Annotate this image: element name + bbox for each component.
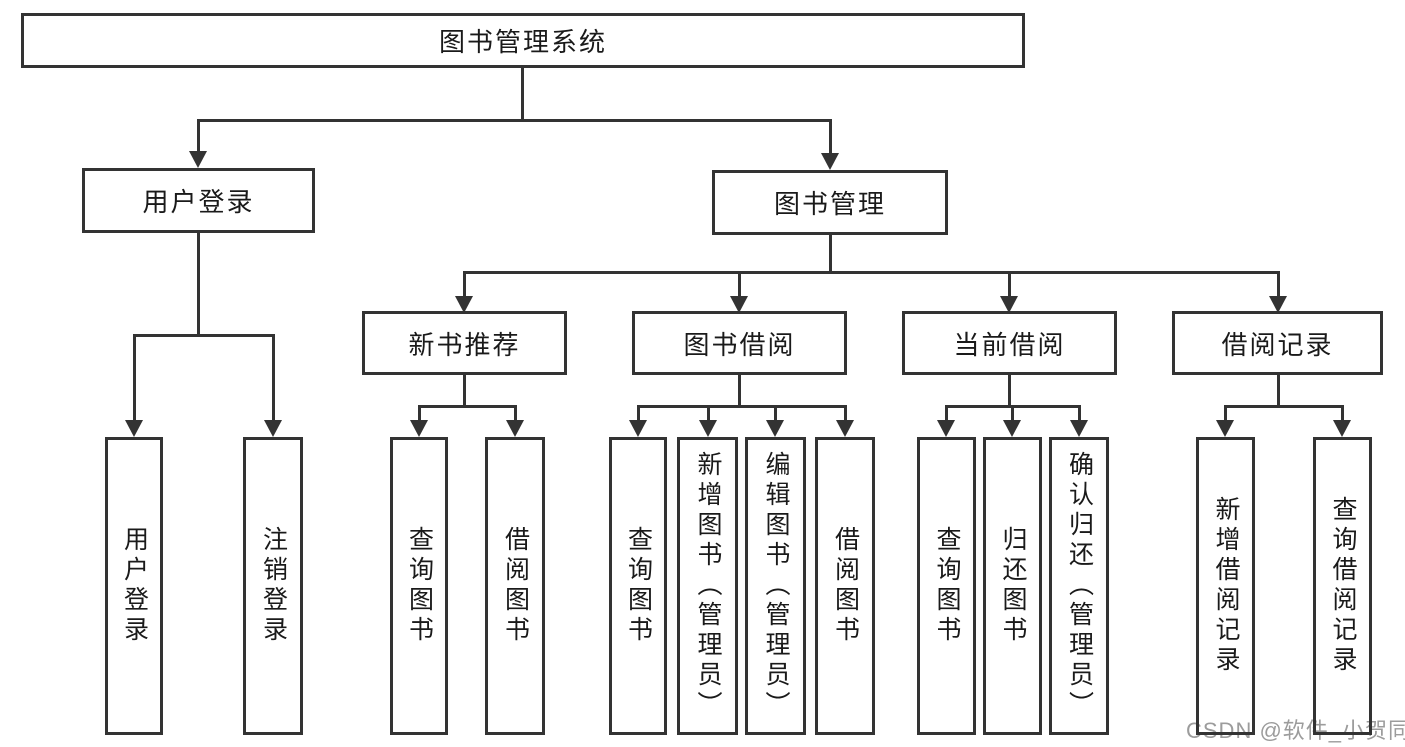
connector-line bbox=[418, 405, 517, 408]
node-new-book-recommend: 新书推荐 bbox=[362, 311, 567, 375]
leaf-borrow-edit-admin: 编辑图书（管理员） bbox=[745, 437, 806, 735]
leaf-borrow-add-admin: 新增图书（管理员） bbox=[677, 437, 738, 735]
leaf-borrow-query-label: 查询图书 bbox=[624, 526, 653, 646]
leaf-newbook-query: 查询图书 bbox=[390, 437, 448, 735]
connector-line bbox=[829, 119, 832, 157]
leaf-user-login: 用户登录 bbox=[105, 437, 163, 735]
leaf-current-return: 归还图书 bbox=[983, 437, 1042, 735]
leaf-current-query-label: 查询图书 bbox=[933, 526, 961, 646]
connector-line bbox=[637, 405, 640, 423]
connector-line bbox=[463, 271, 466, 299]
arrowhead-down-icon bbox=[629, 420, 647, 437]
connector-line bbox=[197, 119, 832, 122]
arrowhead-down-icon bbox=[125, 420, 143, 437]
connector-line bbox=[463, 271, 1280, 274]
node-borrow-records: 借阅记录 bbox=[1172, 311, 1383, 375]
leaf-current-confirm-admin-label: 确认归还（管理员） bbox=[1065, 451, 1094, 721]
arrowhead-down-icon bbox=[699, 420, 717, 437]
arrowhead-down-icon bbox=[1333, 420, 1351, 437]
node-book-borrow-label: 图书借阅 bbox=[683, 329, 796, 360]
leaf-record-query: 查询借阅记录 bbox=[1313, 437, 1372, 735]
connector-line bbox=[1277, 375, 1280, 408]
leaf-newbook-borrow-label: 借阅图书 bbox=[501, 526, 530, 646]
connector-line bbox=[521, 68, 524, 122]
connector-line bbox=[637, 405, 847, 408]
connector-line bbox=[197, 119, 200, 155]
arrowhead-down-icon bbox=[730, 296, 748, 313]
node-user-login: 用户登录 bbox=[82, 168, 315, 233]
connector-line bbox=[1277, 271, 1280, 299]
connector-line bbox=[133, 334, 275, 337]
leaf-borrow-book-label: 借阅图书 bbox=[831, 526, 860, 646]
leaf-record-add-label: 新增借阅记录 bbox=[1212, 496, 1240, 676]
arrowhead-down-icon bbox=[455, 296, 473, 313]
leaf-borrow-book: 借阅图书 bbox=[815, 437, 875, 735]
connector-line bbox=[418, 405, 421, 423]
node-root: 图书管理系统 bbox=[21, 13, 1025, 68]
arrowhead-down-icon bbox=[1216, 420, 1234, 437]
connector-line bbox=[463, 375, 466, 408]
arrowhead-down-icon bbox=[264, 420, 282, 437]
connector-line bbox=[272, 334, 275, 422]
leaf-borrow-add-admin-label: 新增图书（管理员） bbox=[694, 451, 722, 721]
leaf-current-query: 查询图书 bbox=[917, 437, 976, 735]
connector-line bbox=[514, 405, 517, 423]
arrowhead-down-icon bbox=[1269, 296, 1287, 313]
connector-line bbox=[707, 405, 710, 423]
leaf-current-return-label: 归还图书 bbox=[999, 526, 1027, 646]
connector-line bbox=[1011, 405, 1014, 423]
leaf-logout: 注销登录 bbox=[243, 437, 303, 735]
node-current-borrow: 当前借阅 bbox=[902, 311, 1117, 375]
arrowhead-down-icon bbox=[1003, 420, 1021, 437]
connector-line bbox=[1078, 405, 1081, 423]
leaf-borrow-edit-admin-label: 编辑图书（管理员） bbox=[762, 451, 790, 721]
csdn-watermark: CSDN @软件_小贺同学 bbox=[1186, 718, 1405, 743]
node-root-label: 图书管理系统 bbox=[438, 27, 607, 57]
connector-line bbox=[1224, 405, 1227, 423]
node-new-book-recommend-label: 新书推荐 bbox=[408, 329, 521, 360]
arrowhead-down-icon bbox=[821, 153, 839, 170]
node-borrow-records-label: 借阅记录 bbox=[1221, 329, 1334, 360]
connector-line bbox=[945, 405, 948, 423]
arrowhead-down-icon bbox=[189, 151, 207, 168]
connector-line bbox=[197, 233, 200, 337]
connector-line bbox=[844, 405, 847, 423]
node-book-management-label: 图书管理 bbox=[773, 189, 886, 219]
arrowhead-down-icon bbox=[410, 420, 428, 437]
leaf-record-query-label: 查询借阅记录 bbox=[1329, 496, 1357, 676]
arrowhead-down-icon bbox=[1000, 296, 1018, 313]
leaf-newbook-query-label: 查询图书 bbox=[405, 526, 434, 646]
arrowhead-down-icon bbox=[766, 420, 784, 437]
arrowhead-down-icon bbox=[937, 420, 955, 437]
leaf-newbook-borrow: 借阅图书 bbox=[485, 437, 545, 735]
connector-line bbox=[133, 334, 136, 422]
leaf-record-add: 新增借阅记录 bbox=[1196, 437, 1255, 735]
leaf-borrow-query: 查询图书 bbox=[609, 437, 667, 735]
node-user-login-label: 用户登录 bbox=[142, 187, 255, 217]
arrowhead-down-icon bbox=[836, 420, 854, 437]
node-book-borrow: 图书借阅 bbox=[632, 311, 847, 375]
connector-line bbox=[738, 375, 741, 408]
leaf-user-login-label: 用户登录 bbox=[120, 526, 149, 646]
connector-line bbox=[1341, 405, 1344, 423]
connector-line bbox=[774, 405, 777, 423]
connector-line bbox=[1224, 405, 1344, 408]
arrowhead-down-icon bbox=[1070, 420, 1088, 437]
leaf-current-confirm-admin: 确认归还（管理员） bbox=[1049, 437, 1109, 735]
arrowhead-down-icon bbox=[506, 420, 524, 437]
connector-line bbox=[738, 271, 741, 299]
connector-line bbox=[1008, 375, 1011, 408]
connector-line bbox=[829, 235, 832, 274]
node-book-management: 图书管理 bbox=[712, 170, 948, 235]
leaf-logout-label: 注销登录 bbox=[259, 526, 288, 646]
connector-line bbox=[1008, 271, 1011, 299]
node-current-borrow-label: 当前借阅 bbox=[953, 329, 1066, 360]
